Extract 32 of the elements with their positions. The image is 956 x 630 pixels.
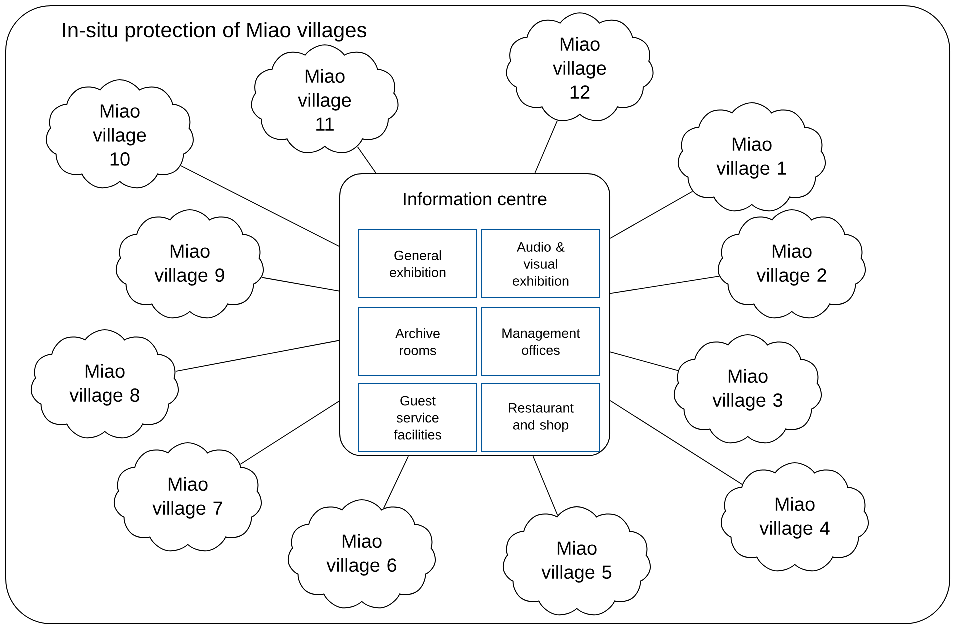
connector-line bbox=[610, 276, 720, 294]
title: In-situ protection of Miao villages bbox=[63, 22, 367, 42]
connector-line bbox=[240, 400, 340, 465]
village-cloud: Miao village 12 bbox=[506, 12, 654, 122]
village-cloud: Miao village 10 bbox=[46, 80, 194, 189]
connector-line bbox=[262, 277, 340, 292]
village-cloud: Miao village 4 bbox=[720, 462, 870, 572]
village-cloud: Miao village 9 bbox=[116, 209, 264, 319]
box-heading: Information centre bbox=[404, 192, 547, 206]
village-cloud: Miao village 8 bbox=[30, 329, 180, 439]
village-cloud: Miao village 2 bbox=[718, 209, 866, 319]
village-cloud: Miao village 7 bbox=[114, 442, 262, 552]
connector-line bbox=[610, 400, 743, 486]
connector-line bbox=[532, 456, 558, 516]
connector-line bbox=[383, 456, 409, 509]
connector-line bbox=[357, 146, 377, 174]
room-box: General exhibition bbox=[358, 230, 478, 298]
connector-line bbox=[175, 340, 340, 372]
room-box: Archive rooms bbox=[358, 308, 478, 376]
village-cloud: Miao village 11 bbox=[251, 44, 399, 154]
village-cloud: Miao village 1 bbox=[678, 102, 826, 212]
connector-line bbox=[610, 191, 694, 239]
village-cloud: Miao village 3 bbox=[674, 334, 822, 444]
room-box: Audio & visual exhibition bbox=[482, 230, 600, 298]
connector-line bbox=[180, 166, 340, 248]
connector-line bbox=[610, 352, 679, 372]
room-box: Restaurant and shop bbox=[482, 384, 600, 452]
room-box: Guest service facilities bbox=[358, 384, 478, 452]
village-cloud: Miao village 5 bbox=[502, 506, 652, 616]
village-cloud: Miao village 6 bbox=[288, 499, 436, 609]
connector-line bbox=[534, 120, 558, 174]
room-box: Management offices bbox=[482, 308, 600, 376]
